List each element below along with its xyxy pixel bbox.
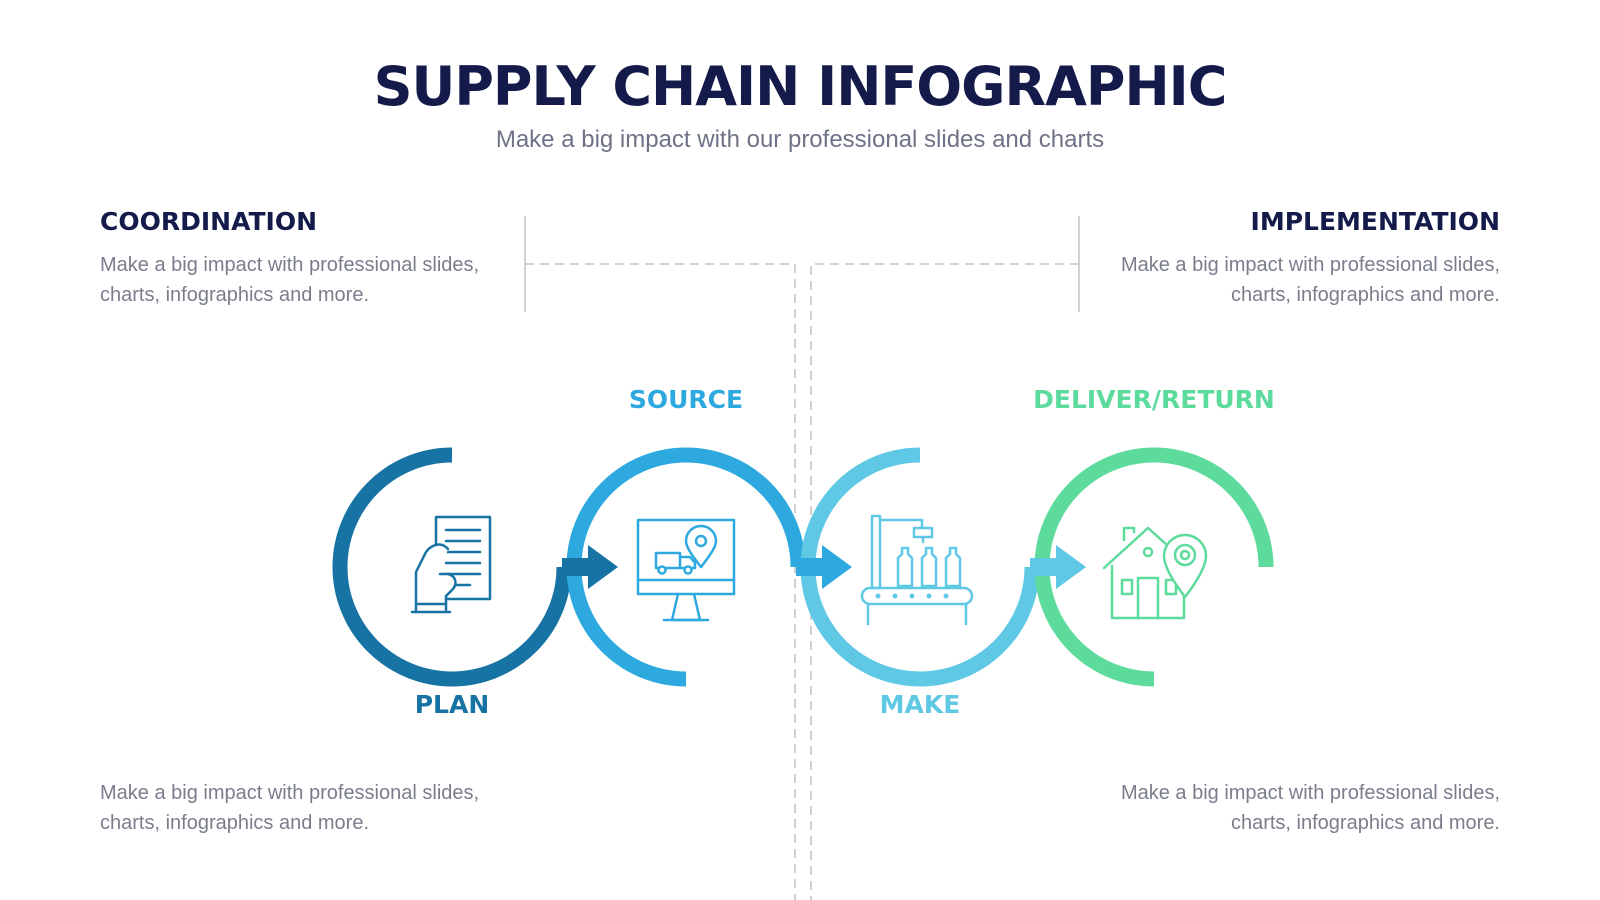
arrow-plan-to-source [562, 545, 618, 589]
bottom-right-text: Make a big impact with professional slid… [1120, 782, 1500, 834]
arrow-make-to-deliver [1030, 545, 1086, 589]
document-hand-icon [410, 515, 492, 614]
left-dashed-path [525, 263, 796, 900]
coordination-heading: COORDINATION [100, 207, 318, 236]
plan-ring [332, 447, 572, 687]
factory-conveyor-bottles-icon [860, 514, 974, 626]
implementation-text: Make a big impact with professional slid… [1120, 254, 1500, 306]
page-title: SUPPLY CHAIN INFOGRAPHIC [373, 55, 1228, 118]
page-subtitle: Make a big impact with our professional … [495, 126, 1105, 153]
flow-arrows [562, 545, 1086, 589]
coordination-text: Make a big impact with professional slid… [100, 254, 480, 306]
bottom-left-text: Make a big impact with professional slid… [100, 782, 480, 834]
step-label-source: SOURCE [628, 385, 744, 414]
house-location-icon [1102, 526, 1208, 620]
dashed-connectors [524, 216, 1080, 900]
step-label-deliver-return: DELIVER/RETURN [1033, 385, 1275, 414]
arrow-source-to-make [796, 545, 852, 589]
step-label-make: MAKE [879, 690, 961, 719]
implementation-heading: IMPLEMENTATION [1250, 207, 1500, 236]
right-dashed-path [810, 263, 1079, 900]
monitor-truck-location-icon [636, 518, 736, 622]
make-ring [800, 447, 1040, 687]
step-label-plan: PLAN [414, 690, 490, 719]
source-ring [566, 447, 806, 687]
deliver-return-ring [1034, 447, 1274, 687]
